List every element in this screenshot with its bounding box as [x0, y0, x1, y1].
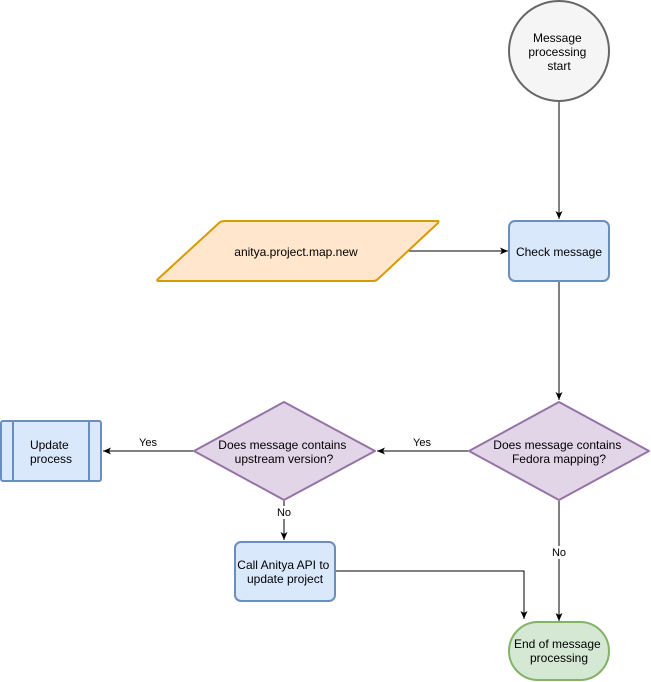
end-node-shape — [508, 621, 610, 681]
call-anitya-api-node-label-line: update project — [247, 572, 324, 586]
call-anitya-api-node-label-line: Call Anitya API to — [237, 558, 329, 572]
edge-label-fedora-yes-text: Yes — [413, 437, 431, 449]
input-node-label-line: anitya.project.map.new — [234, 245, 358, 259]
edge-label-upstream-yes-text: Yes — [139, 437, 157, 449]
edge-labels: Yes Yes No No — [136, 436, 569, 559]
start-node-label: Message processing start — [528, 31, 589, 73]
fedora-mapping-decision-label: Does message contains Fedora mapping? — [493, 438, 624, 466]
call-anitya-api-node[interactable]: Call Anitya API to update project — [234, 541, 336, 602]
update-process-node-shape — [0, 420, 102, 482]
end-node-label-line: End of message — [514, 637, 601, 651]
call-anitya-api-node-shape — [234, 541, 336, 602]
start-node-label-line: processing — [528, 45, 586, 59]
end-node-label: End of message processing — [514, 637, 604, 665]
check-message-node-label-line: Check message — [516, 245, 602, 259]
start-node-shape — [508, 0, 610, 102]
fedora-mapping-decision-label-line: Does message contains — [493, 438, 621, 452]
check-message-node-label: Check message — [516, 245, 602, 259]
edge-label-fedora-no-text: No — [552, 547, 566, 559]
input-node-shape — [156, 220, 440, 282]
fedora-mapping-decision-shape — [468, 401, 650, 501]
start-node-label-line: Message — [533, 31, 582, 45]
edge-label-upstream-yes: Yes — [136, 436, 160, 449]
update-process-node-label-line: Update — [30, 438, 69, 452]
update-process-node[interactable]: Update process — [0, 420, 102, 482]
start-node-label-line: start — [547, 59, 571, 73]
check-message-node[interactable]: Check message — [508, 220, 610, 282]
fedora-mapping-decision-label-line: Fedora mapping? — [512, 452, 606, 466]
upstream-version-decision-label-line: upstream version? — [235, 452, 334, 466]
edge-call-api-to-end — [335, 570, 528, 619]
end-node-label-line: processing — [530, 651, 588, 665]
check-message-node-shape — [508, 220, 610, 282]
call-anitya-api-node-label: Call Anitya API to update project — [237, 558, 332, 586]
start-node[interactable]: Message processing start — [508, 0, 610, 102]
edge-label-fedora-no: No — [549, 546, 569, 559]
update-process-node-label: Update process — [30, 438, 72, 466]
upstream-version-decision[interactable]: Does message contains upstream version? — [193, 401, 376, 501]
update-process-node-label-line: process — [30, 452, 72, 466]
edge-label-upstream-no: No — [274, 506, 294, 519]
edge-label-fedora-yes: Yes — [410, 436, 434, 449]
edge-label-upstream-no-text: No — [277, 507, 291, 519]
input-node-label: anitya.project.map.new — [234, 245, 358, 259]
upstream-version-decision-shape — [193, 401, 376, 501]
input-node[interactable]: anitya.project.map.new — [156, 220, 440, 282]
end-node[interactable]: End of message processing — [508, 621, 610, 681]
fedora-mapping-decision[interactable]: Does message contains Fedora mapping? — [468, 401, 650, 501]
upstream-version-decision-label: Does message contains upstream version? — [218, 438, 349, 466]
upstream-version-decision-label-line: Does message contains — [218, 438, 346, 452]
